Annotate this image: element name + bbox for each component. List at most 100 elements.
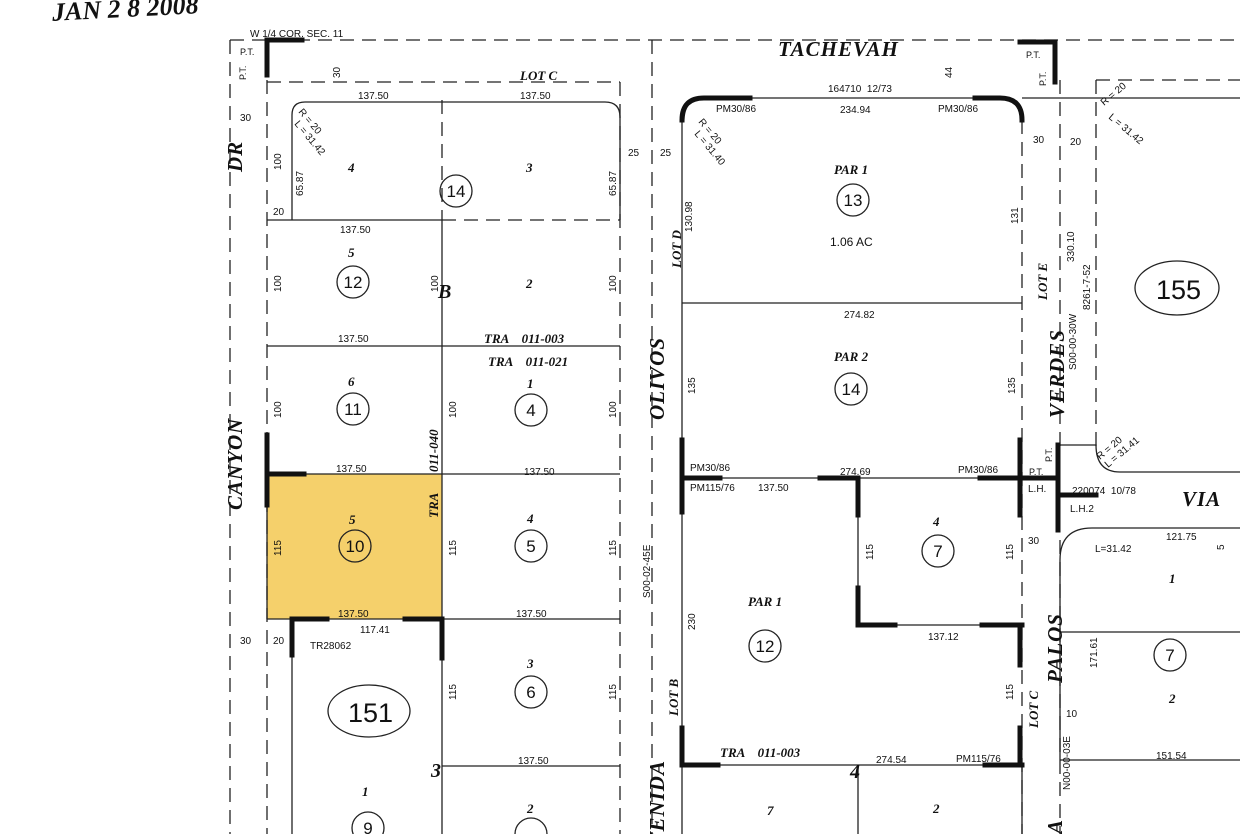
svg-text:11: 11: [344, 400, 362, 419]
svg-text:20: 20: [273, 636, 285, 647]
svg-text:115: 115: [608, 540, 619, 556]
svg-text:2: 2: [932, 801, 940, 816]
street-verdes: VERDES: [1045, 329, 1069, 418]
svg-text:6: 6: [526, 683, 535, 702]
svg-text:115: 115: [273, 540, 284, 556]
dimension-labels: 137.50 137.50 137.50 137.50 137.50 137.5…: [240, 66, 1227, 767]
area-acreage: 1.06 AC: [830, 235, 873, 249]
svg-text:2: 2: [526, 801, 534, 816]
svg-text:1: 1: [1169, 571, 1176, 586]
svg-text:230: 230: [687, 613, 698, 630]
svg-text:117.41: 117.41: [360, 625, 390, 636]
rec-pm30b: PM30/86: [938, 104, 978, 115]
svg-text:5: 5: [349, 512, 356, 527]
street-avenida: AVENIDA: [645, 760, 669, 834]
svg-text:274.54: 274.54: [876, 755, 907, 766]
tract-number: TR28062: [310, 641, 352, 652]
street-dr: DR: [223, 141, 247, 173]
block-b: B: [437, 281, 451, 303]
svg-text:151.54: 151.54: [1156, 751, 1187, 762]
svg-text:10: 10: [1066, 709, 1078, 720]
svg-text:4: 4: [932, 514, 940, 529]
svg-text:234.94: 234.94: [840, 105, 871, 116]
svg-text:130.98: 130.98: [684, 201, 695, 232]
svg-text:2: 2: [525, 276, 533, 291]
svg-text:100: 100: [430, 275, 441, 292]
bearing-s2: S00-00-30W: [1068, 313, 1079, 370]
rec-pm30a: PM30/86: [716, 104, 756, 115]
tra-label: TRA: [426, 492, 441, 518]
svg-text:137.50: 137.50: [338, 334, 369, 345]
pt-5: P.T.: [1044, 448, 1054, 462]
svg-text:7: 7: [1165, 646, 1174, 665]
corner-note: W 1/4 COR. SEC. 11: [250, 29, 344, 40]
rec-top: 164710 12/73: [828, 84, 892, 95]
svg-text:115: 115: [448, 540, 459, 556]
pt-4: P.T.: [1038, 72, 1048, 86]
svg-text:100: 100: [273, 275, 284, 292]
svg-text:121.75: 121.75: [1166, 532, 1197, 543]
svg-text:4: 4: [526, 401, 535, 420]
svg-text:171.61: 171.61: [1089, 637, 1100, 668]
street-a: A: [1043, 819, 1067, 834]
svg-text:5: 5: [526, 537, 535, 556]
parcel-lines: [266, 97, 1240, 834]
book-155: 155: [1156, 275, 1201, 305]
svg-text:12: 12: [756, 637, 775, 656]
bearing-rec: 8261-7-52: [1082, 264, 1093, 310]
block-4: 4: [849, 761, 860, 783]
book-151: 151: [348, 698, 393, 728]
svg-text:65.87: 65.87: [295, 171, 306, 196]
svg-text:30: 30: [1033, 135, 1045, 146]
svg-text:100: 100: [608, 275, 619, 292]
svg-text:5: 5: [348, 245, 355, 260]
svg-text:137.50: 137.50: [758, 483, 789, 494]
svg-text:3: 3: [525, 160, 533, 175]
svg-text:20: 20: [1070, 137, 1082, 148]
lot-c-top: LOT C: [519, 68, 558, 83]
svg-text:135: 135: [1007, 377, 1018, 394]
par-1-bottom: PAR 1: [748, 594, 782, 609]
pt-6: P.T.: [1029, 467, 1043, 477]
svg-text:137.50: 137.50: [336, 464, 367, 475]
svg-text:30: 30: [1028, 536, 1040, 547]
street-palos: PALOS: [1043, 613, 1067, 684]
street-via: VIA: [1182, 487, 1221, 511]
tra-011-021: TRA 011-021: [488, 354, 568, 369]
svg-text:115: 115: [865, 544, 876, 560]
par-2: PAR 2: [834, 349, 869, 364]
bearing-s1: S00-02-45E: [642, 544, 653, 598]
svg-text:137.50: 137.50: [516, 609, 547, 620]
tra-011-003-b: TRA 011-003: [720, 745, 801, 760]
bearing-s3: N00-00-03E: [1062, 736, 1073, 790]
svg-text:137.50: 137.50: [340, 225, 371, 236]
pt-2: P.T.: [238, 66, 248, 80]
svg-text:25: 25: [628, 148, 640, 159]
lot-e: LOT E: [1035, 262, 1050, 301]
svg-text:274.82: 274.82: [844, 310, 875, 321]
svg-text:30: 30: [240, 113, 252, 124]
street-olivos: OLIVOS: [645, 337, 669, 420]
rec-pm30d: PM30/86: [958, 465, 998, 476]
par-1-top: PAR 1: [834, 162, 868, 177]
highlighted-parcel[interactable]: [267, 474, 442, 619]
svg-text:44: 44: [944, 66, 955, 78]
tra-011-003-a: TRA 011-003: [484, 331, 565, 346]
svg-text:274.69: 274.69: [840, 467, 871, 478]
rec-lh2: L.H.2: [1070, 504, 1094, 515]
rec-pm115a: PM115/76: [690, 483, 735, 494]
svg-text:115: 115: [608, 684, 619, 700]
svg-text:6: 6: [348, 374, 355, 389]
svg-text:137.12: 137.12: [928, 632, 959, 643]
svg-text:12: 12: [344, 273, 363, 292]
svg-text:100: 100: [273, 153, 284, 170]
tra-011-040: 011-040: [426, 429, 441, 472]
lot-numbers: 4 3 5 2 6 1 5 4 3 1 2 4 7 2 1 2: [347, 160, 1176, 818]
street-canyon: CANYON: [223, 418, 247, 510]
svg-text:137.50: 137.50: [520, 91, 551, 102]
svg-text:R = 20: R = 20: [1099, 80, 1129, 108]
rec-via: 220074 10/78: [1072, 486, 1136, 497]
rec-lh: L.H.: [1028, 484, 1046, 495]
svg-text:1: 1: [527, 376, 534, 391]
svg-text:135: 135: [687, 377, 698, 394]
